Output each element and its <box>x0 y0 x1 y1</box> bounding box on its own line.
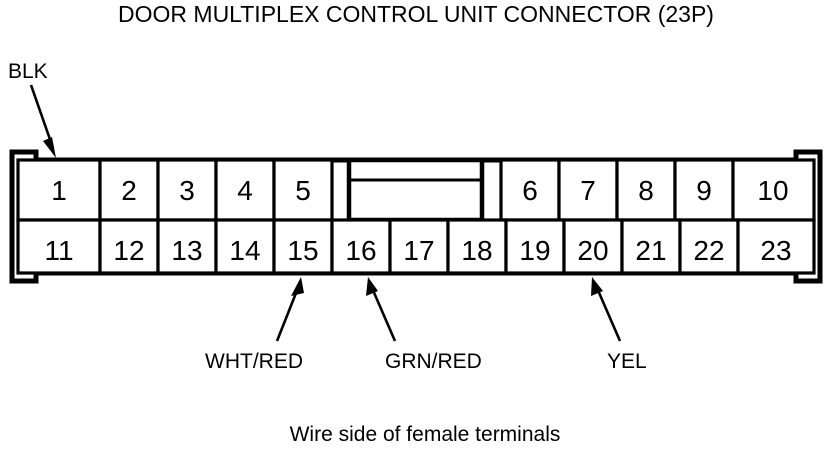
pin-label-10: 10 <box>757 175 788 206</box>
top-row-right-group: 6 7 8 9 10 <box>499 158 816 222</box>
pin-cell-20 <box>562 218 624 275</box>
pin-label-15: 15 <box>287 235 318 266</box>
blk-arrow-head <box>43 137 56 158</box>
pin-label-13: 13 <box>171 235 202 266</box>
wire-label-grn-red: GRN/RED <box>385 350 482 373</box>
keyway-outline <box>346 157 485 223</box>
yel-arrow-head <box>591 277 603 296</box>
grn-red-arrow-head <box>366 277 378 296</box>
diagram-title: DOOR MULTIPLEX CONTROL UNIT CONNECTOR (2… <box>118 1 714 27</box>
wire-callout-grn-red: GRN/RED <box>366 277 482 373</box>
wire-callout-blk: BLK <box>8 60 56 158</box>
blk-leader-line <box>29 84 55 149</box>
pin-label-5: 5 <box>295 175 311 206</box>
pin-label-2: 2 <box>121 175 137 206</box>
pin-label-14: 14 <box>229 235 260 266</box>
pin-label-22: 22 <box>693 235 724 266</box>
pin-label-7: 7 <box>580 175 596 206</box>
bottom-row-group: 11 12 13 14 15 16 17 18 19 20 21 22 <box>16 218 816 275</box>
pin-label-18: 18 <box>461 235 492 266</box>
top-row-left-group: 1 2 3 4 5 <box>16 158 334 222</box>
pin-cell-16 <box>330 218 392 275</box>
pin-cell-15 <box>272 218 334 275</box>
pin-cell-23 <box>736 218 816 275</box>
pin-label-17: 17 <box>403 235 434 266</box>
pin-label-11: 11 <box>44 235 73 266</box>
pin-label-20: 20 <box>577 235 608 266</box>
grn-red-leader-line <box>370 287 397 342</box>
pin-cell-7 <box>557 158 619 222</box>
pin-label-16: 16 <box>345 235 376 266</box>
wht-red-leader-line <box>275 287 300 342</box>
yel-leader-line <box>595 287 622 342</box>
pin-cell-17 <box>388 218 450 275</box>
pin-cell-11 <box>16 218 102 275</box>
pin-cell-22 <box>678 218 740 275</box>
pin-label-6: 6 <box>522 175 538 206</box>
pin-label-19: 19 <box>519 235 550 266</box>
pin-label-3: 3 <box>179 175 195 206</box>
pin-label-4: 4 <box>237 175 253 206</box>
center-keyway-notch <box>346 157 485 223</box>
pin-cell-6 <box>499 158 561 222</box>
pin-label-21: 21 <box>635 235 666 266</box>
wire-label-blk: BLK <box>8 60 48 83</box>
pin-cell-12 <box>98 218 160 275</box>
diagram-caption: Wire side of female terminals <box>290 423 561 446</box>
pin-label-23: 23 <box>760 235 791 266</box>
pin-label-8: 8 <box>638 175 654 206</box>
pin-cell-14 <box>214 218 276 275</box>
pin-cell-5 <box>272 158 334 222</box>
pin-label-1: 1 <box>51 175 67 206</box>
pin-label-9: 9 <box>696 175 712 206</box>
pin-label-12: 12 <box>113 235 144 266</box>
wire-label-wht-red: WHT/RED <box>205 350 303 373</box>
wht-red-arrow-head <box>291 277 304 296</box>
wire-callout-yel: YEL <box>591 277 647 373</box>
wire-label-yel: YEL <box>607 350 647 373</box>
wire-callout-wht-red: WHT/RED <box>205 277 304 373</box>
